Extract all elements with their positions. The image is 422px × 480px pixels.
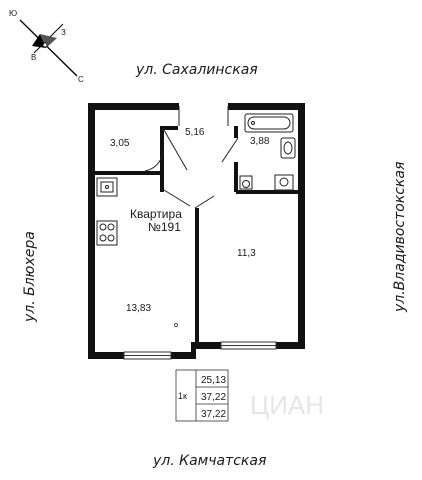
interior-walls [95, 126, 298, 348]
exterior-walls [88, 103, 305, 359]
summary-rooms-count: 1к [178, 391, 187, 401]
windows [123, 341, 277, 360]
summary-total-area-2: 37,22 [201, 409, 226, 420]
compass-east-label: З [61, 28, 66, 37]
toilet-icon [239, 175, 253, 190]
door-swings [144, 106, 239, 209]
area-summary-table [175, 369, 229, 422]
room-area-corridor: 5,16 [185, 127, 205, 138]
sink-icon [280, 137, 296, 159]
kitchen-sink-icon [96, 177, 118, 197]
stove-icon [96, 220, 118, 246]
street-left-label: ул. Блюхера [22, 231, 38, 323]
room-area-bedroom: 11,3 [237, 248, 256, 259]
room-area-kitchen-living: 13,83 [126, 303, 151, 314]
apartment-number: №191 [148, 220, 181, 234]
compass-south-label: С [78, 75, 84, 84]
washing-machine-icon [274, 174, 294, 191]
room-area-bath: 3,88 [250, 136, 270, 147]
summary-total-area: 37,22 [201, 392, 226, 403]
apartment-title: Квартира [130, 207, 182, 221]
street-right-label: ул.Владивостокская [392, 162, 408, 313]
compass-icon [19, 19, 78, 77]
entrance-marker [174, 323, 178, 327]
compass-west-label: В [31, 53, 36, 62]
compass-north-label: Ю [9, 9, 17, 18]
street-bottom-label: ул. Камчатская [152, 453, 266, 469]
room-area-hall: 3,05 [110, 138, 130, 149]
watermark: ЦИАН [250, 390, 324, 420]
street-top-label: ул. Сахалинская [135, 62, 258, 78]
bathtub-icon [244, 113, 294, 133]
summary-living-area: 25,13 [201, 375, 226, 386]
